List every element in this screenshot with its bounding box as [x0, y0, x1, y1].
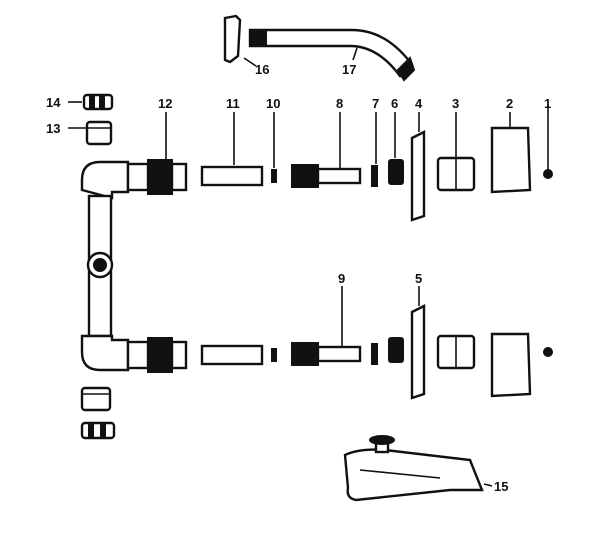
callout-5: 5 [415, 271, 422, 286]
leader-lines [68, 47, 549, 487]
part-10-o-ring [271, 169, 277, 183]
part-8-stem [291, 164, 362, 188]
part-14-nut-lower [80, 421, 116, 440]
callout-2: 2 [506, 96, 513, 111]
lower-extension-tube [200, 344, 264, 366]
part-6-bushing [388, 159, 404, 185]
callout-10: 10 [266, 96, 280, 111]
callout-12: 12 [158, 96, 172, 111]
part-17-shower-arm [248, 28, 416, 82]
callout-13: 13 [46, 121, 60, 136]
callout-15: 15 [494, 479, 508, 494]
part-3-sleeve [436, 156, 476, 192]
part-14-nut [82, 93, 114, 111]
part-13-adapter-lower [80, 386, 112, 412]
lower-handle [490, 332, 532, 398]
callout-6: 6 [391, 96, 398, 111]
lower-o-ring [271, 348, 277, 362]
callout-8: 8 [336, 96, 343, 111]
callout-4: 4 [415, 96, 423, 111]
part-7-washer [371, 165, 378, 187]
callout-3: 3 [452, 96, 459, 111]
part-15-tub-spout [343, 435, 484, 502]
callout-11: 11 [226, 96, 240, 111]
callout-7: 7 [372, 96, 379, 111]
part-13-adapter [85, 120, 113, 146]
callout-17: 17 [342, 62, 356, 77]
lower-bushing [388, 337, 404, 363]
part-12-valve-body-pipe [80, 159, 188, 373]
lower-washer [371, 343, 378, 365]
part-11-extension-tube [200, 165, 264, 187]
part-9-stem [291, 342, 362, 366]
lower-screw [543, 347, 553, 357]
callout-14: 14 [46, 95, 61, 110]
callout-1: 1 [544, 96, 551, 111]
lower-sleeve [436, 334, 476, 370]
part-2-handle [490, 126, 532, 194]
part-4-escutcheon [410, 130, 426, 222]
part-1-screw [543, 169, 553, 179]
callout-9: 9 [338, 271, 345, 286]
part-5-escutcheon [410, 304, 426, 400]
part-16-shower-flange [223, 14, 242, 64]
callout-16: 16 [255, 62, 269, 77]
